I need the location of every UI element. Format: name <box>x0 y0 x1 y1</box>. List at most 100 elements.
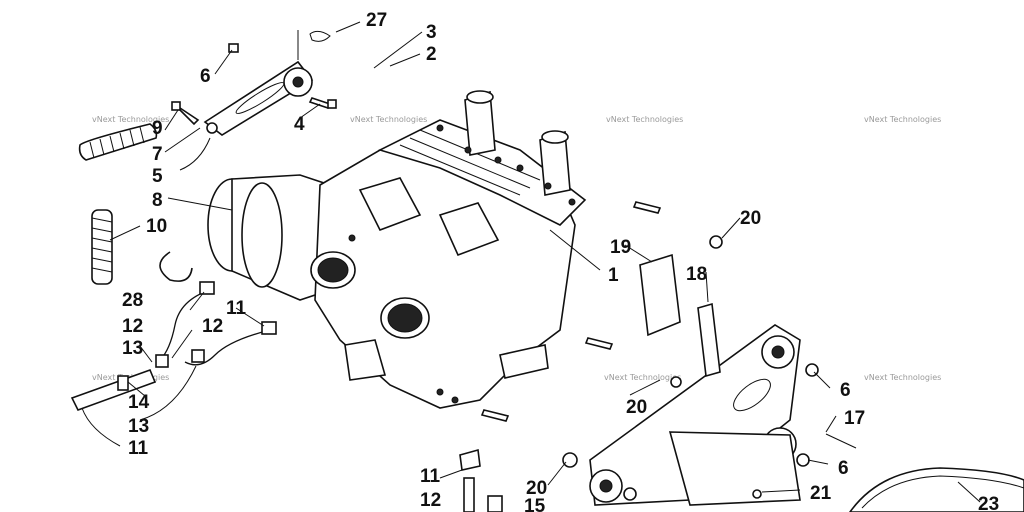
hose <box>184 329 271 366</box>
callout-4: 4 <box>294 114 305 135</box>
washer <box>752 489 762 499</box>
callout-11: 11 <box>420 466 441 487</box>
watermark: vNext Technologies <box>92 115 169 124</box>
bolt <box>584 337 614 350</box>
washer <box>709 235 723 249</box>
callout-12: 12 <box>122 316 143 337</box>
callout-8: 8 <box>152 190 163 211</box>
rubber-mount-center <box>599 479 613 493</box>
engine-mount-plate <box>589 324 801 506</box>
exhaust-port-opening <box>387 303 423 333</box>
callout-1: 1 <box>608 265 619 286</box>
callout-10: 10 <box>146 216 167 237</box>
spring-body <box>78 123 158 161</box>
rod <box>825 433 857 449</box>
spring-9 <box>78 123 158 161</box>
fitting <box>199 281 215 295</box>
callout-15: 15 <box>524 496 546 512</box>
clip <box>309 30 331 42</box>
exhaust-port-opening <box>317 257 349 283</box>
watermark: vNext Technologies <box>864 115 941 124</box>
cylinder-head <box>377 119 587 226</box>
rubber-mount-center <box>771 345 785 359</box>
spark-plug-top <box>466 90 494 104</box>
hardware-right <box>480 201 857 468</box>
callout-14: 14 <box>128 392 150 413</box>
bolt <box>632 201 662 214</box>
oil-line-assembly <box>70 281 277 411</box>
callout-21: 21 <box>810 483 832 504</box>
callout-2: 2 <box>426 44 437 65</box>
callout-18: 18 <box>686 264 707 285</box>
engine-mount-bracket <box>203 60 314 136</box>
hose <box>159 289 211 361</box>
front-engine-mount <box>589 324 819 506</box>
bolt-head <box>171 101 181 111</box>
nut <box>228 43 239 53</box>
callout-20: 20 <box>526 478 547 499</box>
spring-coils <box>89 126 145 159</box>
spark-plug-top <box>541 130 569 144</box>
bolt-head <box>327 99 337 109</box>
lower-mount-plate <box>668 431 801 506</box>
spring-15 <box>487 495 503 512</box>
callout-labels: 27 3 2 6 4 9 7 5 8 10 28 12 11 12 13 14 … <box>122 10 999 512</box>
nut <box>623 487 637 501</box>
callout-11: 11 <box>226 298 247 319</box>
mount-bracket <box>697 302 721 378</box>
retaining-ring <box>159 251 193 282</box>
bolt <box>480 409 510 422</box>
vertical-hose <box>463 477 475 512</box>
callout-5: 5 <box>152 166 163 187</box>
washer <box>670 376 682 388</box>
nut <box>796 453 810 467</box>
plate-cutout <box>733 378 771 412</box>
callout-12: 12 <box>420 490 441 511</box>
recoil-cover <box>241 182 283 288</box>
callout-23: 23 <box>978 494 999 512</box>
hardware-top-left <box>171 30 337 126</box>
bolt <box>308 97 332 109</box>
bracket-hole <box>206 122 218 134</box>
callout-17: 17 <box>844 408 865 429</box>
callout-27: 27 <box>366 10 387 31</box>
rubber-mount-center <box>292 76 304 88</box>
callout-12: 12 <box>202 316 223 337</box>
watermark: vNext Technologies <box>350 115 427 124</box>
clamp <box>155 354 169 368</box>
callout-6: 6 <box>200 66 211 87</box>
fitting <box>261 321 277 335</box>
spring-coils <box>91 217 113 273</box>
callout-20: 20 <box>626 397 647 418</box>
clamp <box>117 375 129 391</box>
intake-port <box>438 202 500 257</box>
callout-11: 11 <box>128 438 149 459</box>
callout-28: 28 <box>122 290 143 311</box>
oil-pump <box>344 339 387 381</box>
callout-13: 13 <box>128 416 149 437</box>
callout-7: 7 <box>152 144 163 165</box>
washer <box>562 452 578 468</box>
callout-6: 6 <box>840 380 851 401</box>
watermark: vNext Technologies <box>864 373 941 382</box>
rubber-pad <box>639 253 681 337</box>
belt-edge <box>861 475 1024 509</box>
leader-lines <box>81 21 981 503</box>
callout-3: 3 <box>426 22 437 43</box>
callout-19: 19 <box>610 237 631 258</box>
cooling-fins <box>399 129 541 196</box>
hose-clamp <box>459 448 481 471</box>
callout-9: 9 <box>152 118 163 139</box>
crankshaft-end <box>499 344 549 379</box>
engine-assembly <box>207 90 587 409</box>
spring-10 <box>91 209 113 285</box>
watermark: vNext Technologies <box>604 373 681 382</box>
intake-port <box>358 177 422 232</box>
callout-6: 6 <box>838 458 849 479</box>
callout-20: 20 <box>740 208 761 229</box>
callout-13: 13 <box>122 338 143 359</box>
clamp <box>191 349 205 363</box>
watermark: vNext Technologies <box>606 115 683 124</box>
engine-bolts <box>348 124 576 404</box>
